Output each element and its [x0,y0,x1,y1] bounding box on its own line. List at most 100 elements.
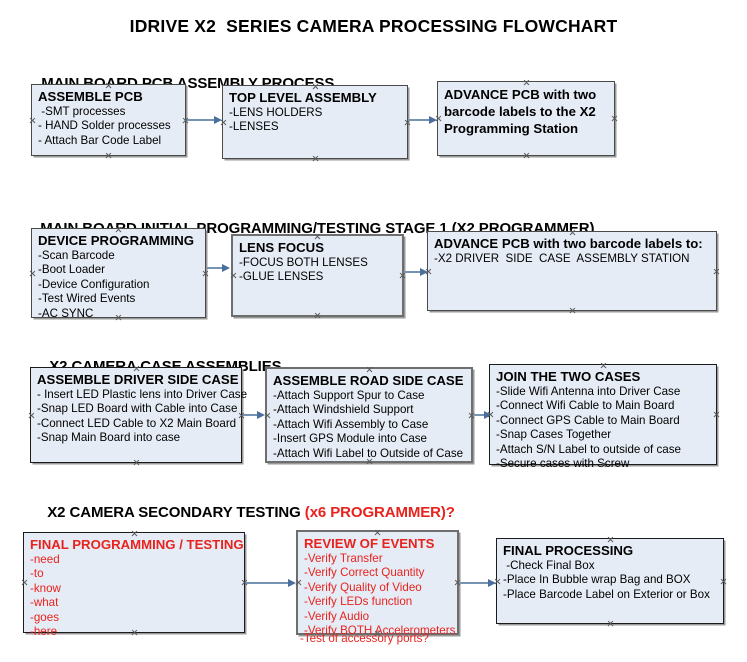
node-line: -need [30,552,60,566]
node-line: -Connect LED Cable to X2 Main Board [37,416,237,430]
node-review-of-events[interactable]: REVIEW OF EVENTS -Verify Transfer -Verif… [295,529,459,637]
node-line: -LENSES [229,120,279,134]
node-device-programming[interactable]: DEVICE PROGRAMMING -Scan Barcode -Boot L… [29,226,206,321]
connection-handle-right[interactable] [713,268,720,275]
node-assemble-road-side-case[interactable]: ASSEMBLE ROAD SIDE CASE -Attach Support … [265,367,473,463]
connector-shaft [207,267,223,269]
node-line: -Verify LEDs function [304,595,413,609]
node-line: -Boot Loader [38,263,106,277]
node-line: -X2 DRIVER SIDE CASE ASSEMBLY STATION [434,251,690,265]
connection-handle-top[interactable] [133,365,140,372]
connection-handle-top[interactable] [115,226,122,233]
section-heading-x2-camera-secondary-testing: X2 CAMERA SECONDARY TESTING (x6 PROGRAMM… [31,487,455,538]
connection-handle-top[interactable] [523,79,530,86]
node-title: REVIEW OF EVENTS [304,536,435,551]
connector-shaft [187,119,215,121]
connection-handle-left[interactable] [29,270,36,277]
node-line: -Verify Transfer [304,551,383,565]
node-line: -Verify Quality of Video [304,580,422,594]
node-line: -Device Configuration [38,277,150,291]
connection-handle-top[interactable] [374,529,381,536]
node-lens-focus[interactable]: LENS FOCUS -FOCUS BOTH LENSES -GLUE LENS… [231,234,404,317]
connection-handle-bottom[interactable] [569,307,576,314]
connection-handle-bottom[interactable] [133,459,140,466]
node-top-level-assembly[interactable]: TOP LEVEL ASSEMBLY -LENS HOLDERS -LENSES [222,85,408,159]
node-advance-pcb-to-driver-side-case[interactable]: ADVANCE PCB with two barcode labels to: … [427,231,717,311]
node-title: ADVANCE PCB with two barcode labels to t… [444,87,597,136]
connection-handle-left[interactable] [494,578,501,585]
connection-handle-bottom[interactable] [600,461,607,468]
connector-shaft [243,414,258,416]
arrowhead-icon [222,263,230,272]
connector-review-of-events-to-final-processing [460,578,496,588]
connection-handle-left[interactable] [220,119,227,126]
connection-handle-bottom[interactable] [131,629,138,636]
connection-handle-left[interactable] [425,268,432,275]
node-line: -Scan Barcode [38,248,115,262]
connection-handle-top[interactable] [569,229,576,236]
node-line: -Verify Audio [304,609,370,623]
connector-driver-side-to-road-side [243,410,265,420]
connection-handle-top[interactable] [131,530,138,537]
node-line: -what [30,596,59,610]
connection-handle-left[interactable] [487,411,494,418]
connection-handle-top[interactable] [314,233,321,240]
node-assemble-driver-side-case[interactable]: ASSEMBLE DRIVER SIDE CASE - Insert LED P… [28,365,248,466]
node-line: - Insert LED Plastic lens into Driver Ca… [37,387,248,401]
connection-handle-left[interactable] [295,579,302,586]
connection-handle-right[interactable] [720,578,727,585]
connection-handle-top[interactable] [105,82,112,89]
node-assemble-pcb[interactable]: ASSEMBLE PCB -SMT processes - HAND Solde… [31,84,186,156]
connection-handle-bottom[interactable] [115,314,122,321]
node-title: ASSEMBLE ROAD SIDE CASE [273,373,464,388]
node-line: -Attach Wifi Assembly to Case [273,417,429,431]
arrowhead-icon [488,578,496,587]
node-line: -Attach Support Spur to Case [273,388,425,402]
node-title: LENS FOCUS [239,240,324,255]
connection-handle-right[interactable] [611,115,618,122]
connection-handle-bottom[interactable] [607,620,614,627]
node-title: DEVICE PROGRAMMING [38,233,195,248]
connection-handle-left[interactable] [264,412,271,419]
node-advance-pcb-to-programming-station[interactable]: ADVANCE PCB with two barcode labels to t… [437,81,615,156]
node-line: -Verify BOTH Accelerometers [304,624,456,638]
node-line-overflow: -Test of accessory ports? [300,632,429,645]
connector-shaft [474,414,485,416]
connection-handle-bottom[interactable] [523,152,530,159]
arrowhead-icon [214,115,222,124]
connection-handle-left[interactable] [28,412,35,419]
section-heading-accent: (x6 PROGRAMMER)? [304,504,455,521]
connection-handle-left[interactable] [29,117,36,124]
connector-shaft [460,582,489,584]
node-line: -Snap Cases Together [496,428,612,442]
node-line: -to [30,567,44,581]
connection-handle-top[interactable] [312,83,319,90]
node-line: -AC SYNC [38,306,94,320]
node-title: ASSEMBLE DRIVER SIDE CASE [37,372,239,387]
node-final-processing[interactable]: FINAL PROCESSING -Check Final Box -Place… [496,538,724,624]
node-line: -Snap LED Board with Cable into Case [37,402,238,416]
connection-handle-bottom[interactable] [105,152,112,159]
connection-handle-bottom[interactable] [366,458,373,465]
connector-device-programming-to-lens-focus [207,263,230,273]
connection-handle-top[interactable] [600,362,607,369]
connection-handle-bottom[interactable] [312,155,319,162]
connection-handle-top[interactable] [607,536,614,543]
connector-final-programming-to-review-of-events [246,578,296,588]
node-title: ADVANCE PCB with two barcode labels to: [434,236,703,251]
connection-handle-left[interactable] [230,272,237,279]
connection-handle-left[interactable] [435,115,442,122]
node-join-the-two-cases[interactable]: JOIN THE TWO CASES -Slide Wifi Antenna i… [487,362,720,470]
connection-handle-left[interactable] [21,579,28,586]
node-line: -Attach S/N Label to outside of case [496,442,681,456]
connection-handle-bottom[interactable] [314,312,321,319]
node-final-programming-testing[interactable]: FINAL PROGRAMMING / TESTING -need -to -k… [21,530,245,638]
connector-shaft [409,119,430,121]
connection-handle-top[interactable] [366,366,373,373]
connection-handle-right[interactable] [713,411,720,418]
node-line: -GLUE LENSES [239,270,324,284]
node-line: -Insert GPS Module into Case [273,432,428,446]
node-line: -Attach Wifi Label to Outside of Case [273,446,464,460]
node-title: FINAL PROGRAMMING / TESTING [30,537,244,552]
node-line: -goes [30,610,60,624]
